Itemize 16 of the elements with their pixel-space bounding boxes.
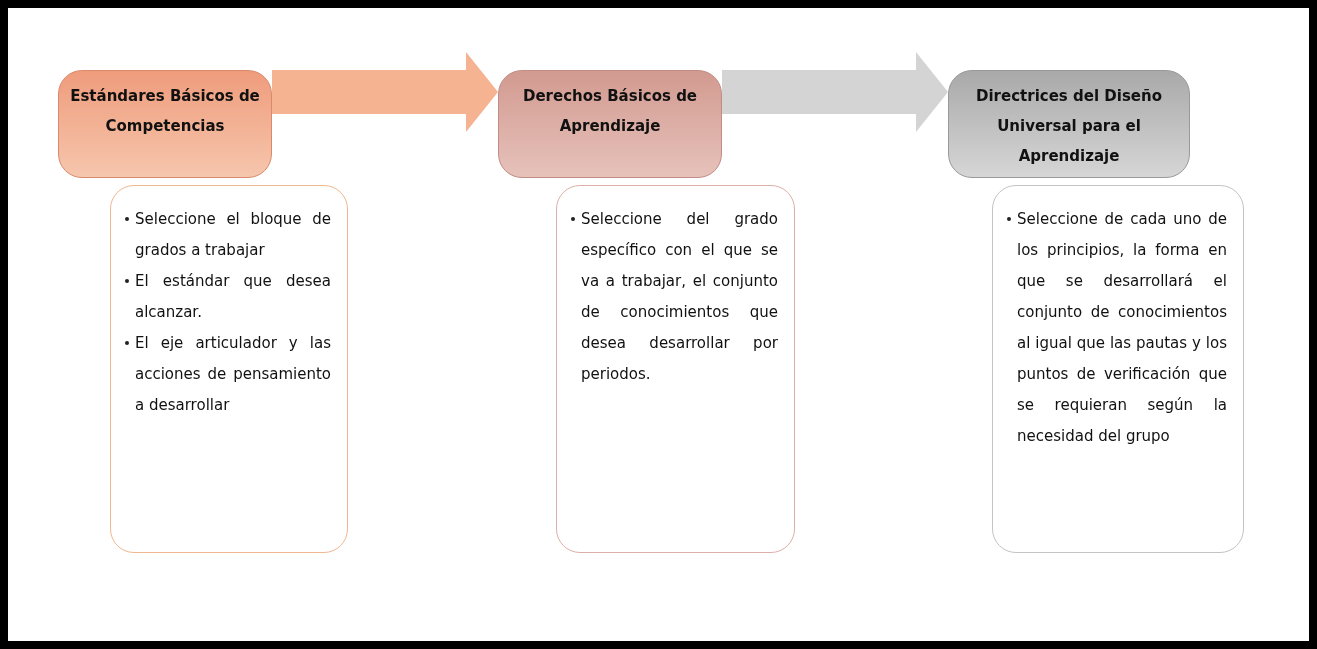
block-arrow	[272, 52, 498, 132]
heading-text: Estándares Básicos de Competencias	[69, 86, 261, 137]
heading-text: Directrices del Diseño Universal para el Aprendizaje	[975, 86, 1163, 167]
bullet-text: El eje articulador y las acciones de pensamiento a desarrollar	[135, 333, 331, 416]
heading-box	[498, 70, 722, 178]
content-card	[110, 185, 348, 553]
bullet-text: El estándar que desea alcanzar.	[135, 271, 331, 323]
block-arrow	[722, 52, 948, 132]
content-card	[556, 185, 795, 553]
content-card	[992, 185, 1244, 553]
bullet-text: Seleccione de cada uno de los principios, la forma en que se desarrollará el conjunto de conocimientos al igual que las pautas y los puntos de verificación que se requieran según la necesidad del grupo	[1017, 209, 1227, 447]
heading-text: Derechos Básicos de Aprendizaje	[521, 86, 699, 137]
bullet-text: Seleccione el bloque de grados a trabajar	[135, 209, 331, 261]
heading-box	[58, 70, 272, 178]
heading-box	[948, 70, 1190, 178]
bullet-text: Seleccione del grado específico con el que se va a trabajar, el conjunto de conocimientos que desea desarrollar por periodos.	[581, 209, 778, 385]
